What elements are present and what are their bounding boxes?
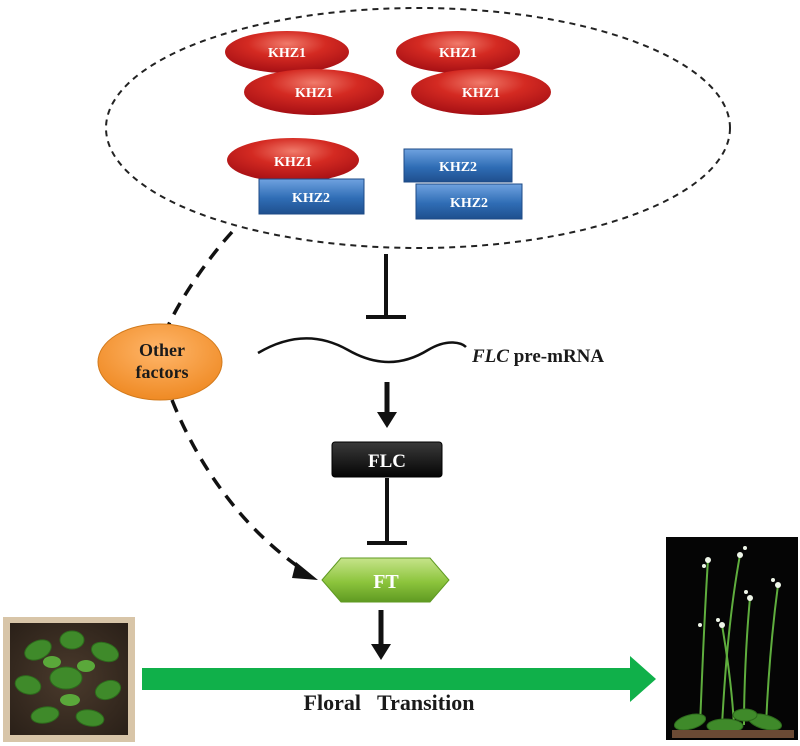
khz1-label: KHZ1	[439, 46, 477, 61]
flc-protein-box: FLC	[331, 441, 443, 478]
flc-box-label: FLC	[368, 451, 406, 472]
khz2-label: KHZ2	[439, 160, 477, 175]
khz1-protein: KHZ1	[225, 31, 349, 73]
arrow-ft-to-transition	[371, 610, 391, 660]
ft-protein-hexagon: FT	[321, 557, 450, 603]
flc-premrna-strand	[257, 337, 467, 364]
khz2-protein: KHZ2	[415, 183, 523, 220]
protein-complex-boundary	[105, 7, 731, 249]
khz1-protein: KHZ1	[227, 138, 359, 182]
vegetative-plant-photo	[3, 617, 135, 742]
other-factors-line1: Other	[139, 340, 185, 360]
khz2-homodimer: KHZ2 KHZ2	[403, 148, 523, 220]
khz1-protein: KHZ1	[411, 69, 551, 115]
khz1-label: KHZ1	[295, 86, 333, 101]
khz2-label: KHZ2	[450, 196, 488, 211]
inhibition-arrow-flc-to-ft	[367, 478, 407, 545]
khz1-protein: KHZ1	[396, 31, 520, 73]
khz1-label: KHZ1	[274, 155, 312, 170]
khz1-homodimer-right: KHZ1 KHZ1	[396, 31, 551, 115]
floral-transition-arrow	[142, 656, 656, 702]
premrna-suffix: pre-mRNA	[509, 346, 604, 367]
khz1-protein: KHZ1	[244, 69, 384, 115]
dashed-arrow-complex-to-other	[166, 230, 234, 327]
flowering-plant-photo	[666, 537, 798, 740]
flc-gene-name: FLC	[471, 346, 509, 367]
khz1-homodimer-left: KHZ1 KHZ1	[225, 31, 384, 115]
ft-box-label: FT	[373, 571, 399, 593]
dashed-arrow-other-to-ft	[170, 399, 318, 580]
other-factors-node: Other factors	[97, 323, 223, 401]
other-factors-line2: factors	[136, 362, 189, 382]
floral-transition-label: Floral Transition	[304, 690, 475, 715]
khz2-protein: KHZ2	[258, 178, 365, 215]
khz1-label: KHZ1	[268, 46, 306, 61]
khz1-khz2-heterodimer: KHZ1 KHZ2	[227, 138, 365, 215]
khz1-label: KHZ1	[462, 86, 500, 101]
flc-premrna-label: FLC pre-mRNA	[471, 346, 604, 367]
khz2-protein: KHZ2	[403, 148, 513, 183]
khz2-label: KHZ2	[292, 191, 330, 206]
inhibition-arrow-complex-to-premrna	[366, 254, 406, 319]
arrow-premrna-to-flc	[377, 382, 397, 428]
